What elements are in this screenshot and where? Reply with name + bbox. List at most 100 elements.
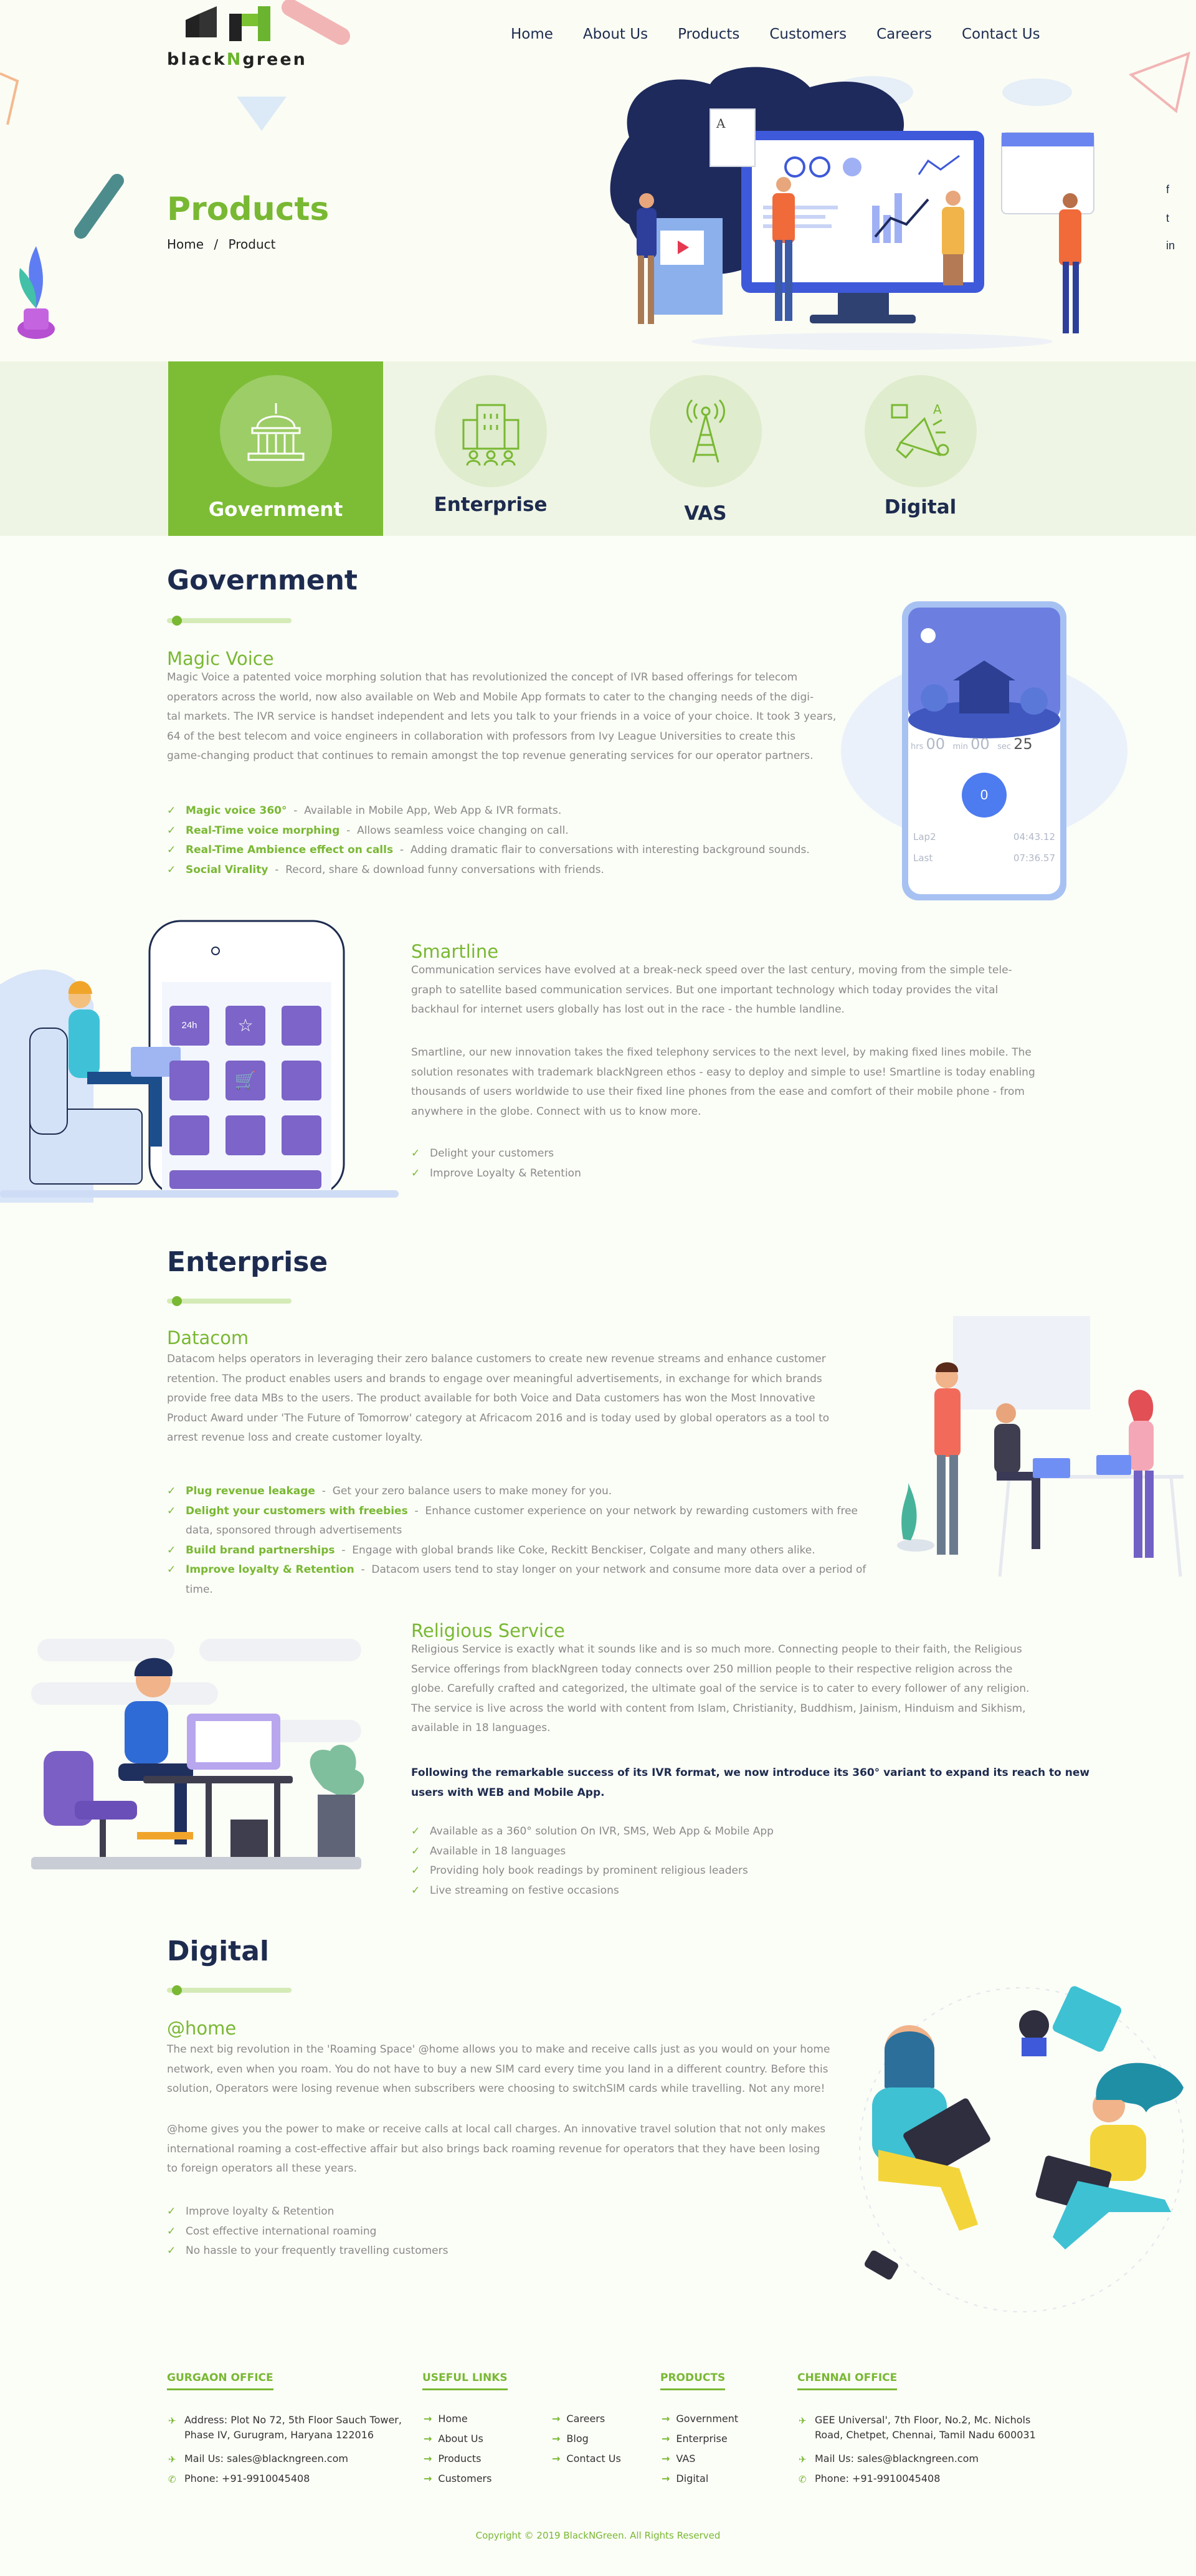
- list-item: ✓Improve loyalty & Retention - Datacom u…: [167, 1560, 877, 1600]
- check-icon: ✓: [411, 1166, 420, 1180]
- check-icon: ✓: [167, 1504, 176, 1517]
- government-building-icon: [220, 375, 332, 487]
- check-icon: ✓: [167, 1485, 176, 1497]
- header-decorations: A: [0, 0, 1190, 350]
- section-title-enterprise: Enterprise: [167, 1246, 328, 1278]
- tab-vas[interactable]: VAS: [598, 361, 813, 536]
- check-icon: ✓: [167, 863, 176, 876]
- list-item: ✓Real-Time voice morphing - Allows seaml…: [167, 821, 810, 841]
- tab-government[interactable]: Government: [168, 361, 383, 536]
- svg-text:A: A: [933, 402, 942, 417]
- check-icon: ✓: [167, 2244, 176, 2257]
- phone-start-button[interactable]: 0: [962, 773, 1007, 818]
- check-icon: ✓: [411, 1884, 420, 1897]
- footer-link-customers[interactable]: →Customers: [424, 2473, 492, 2484]
- check-icon: ✓: [167, 804, 176, 817]
- page-title: Products: [167, 191, 330, 228]
- smartline-description: Communication services have evolved at a…: [411, 964, 1012, 1016]
- footer-link-products[interactable]: →Products: [424, 2453, 482, 2464]
- chennai-phone[interactable]: Phone: +91-9910045408: [815, 2473, 941, 2484]
- tab-label: VAS: [684, 502, 727, 525]
- twitter-icon[interactable]: t: [1166, 212, 1170, 224]
- list-item: ✓No hassle to your frequently travelling…: [167, 2241, 448, 2261]
- nav-careers[interactable]: Careers: [876, 26, 932, 42]
- logo-mark[interactable]: [186, 6, 285, 53]
- smartline-features: ✓Delight your customers ✓Improve Loyalty…: [411, 1144, 581, 1183]
- check-icon: ✓: [167, 2205, 176, 2218]
- gurgaon-address: Address: Plot No 72, 5th Floor Sauch Tow…: [184, 2414, 402, 2441]
- arrow-icon: →: [662, 2433, 670, 2445]
- nav-customers[interactable]: Customers: [769, 26, 847, 42]
- tower-icon: [650, 375, 762, 487]
- tab-digital[interactable]: A Digital: [813, 361, 1028, 536]
- nav-home[interactable]: Home: [511, 26, 553, 42]
- gurgaon-mail[interactable]: Mail Us: sales@blackngreen.com: [184, 2453, 348, 2464]
- breadcrumb: Home / Product: [167, 237, 275, 252]
- magic-voice-title: Magic Voice: [167, 648, 274, 669]
- facebook-icon[interactable]: f: [1166, 183, 1170, 196]
- list-item: ✓Plug revenue leakage - Get your zero ba…: [167, 1482, 877, 1502]
- footer-link-contact-us[interactable]: →Contact Us: [552, 2453, 621, 2464]
- breadcrumb-home[interactable]: Home: [167, 237, 204, 252]
- mail-icon: ✈: [168, 2454, 176, 2465]
- copyright: Copyright © 2019 BlackNGreen. All Rights…: [475, 2530, 721, 2541]
- religious-service-title: Religious Service: [411, 1620, 565, 1641]
- list-item: ✓Improve loyalty & Retention: [167, 2202, 448, 2222]
- footer-product-enterprise[interactable]: →Enterprise: [662, 2433, 728, 2445]
- gurgaon-phone[interactable]: Phone: +91-9910045408: [184, 2473, 310, 2484]
- nav-about-us[interactable]: About Us: [582, 26, 648, 42]
- list-item: ✓Delight your customers with freebies - …: [167, 1502, 877, 1541]
- footer-link-about-us[interactable]: →About Us: [424, 2433, 483, 2445]
- arrow-icon: →: [662, 2413, 670, 2425]
- tab-enterprise[interactable]: Enterprise: [383, 361, 598, 536]
- arrow-icon: →: [424, 2473, 432, 2484]
- list-item: ✓Available in 18 languages: [411, 1842, 774, 1862]
- logo-text[interactable]: blackNgreen: [167, 50, 307, 69]
- linkedin-icon[interactable]: in: [1166, 239, 1175, 252]
- religious-illustration: [31, 1639, 364, 1869]
- footer-heading-links: USEFUL LINKS: [422, 2372, 508, 2390]
- check-icon: ✓: [167, 1563, 176, 1576]
- arrow-icon: →: [424, 2413, 432, 2425]
- footer-heading-chennai: CHENNAI OFFICE: [797, 2372, 898, 2390]
- site-header: A blackNgreen Home Ab: [0, 0, 1196, 361]
- list-item: ✓Live streaming on festive occasions: [411, 1881, 774, 1901]
- chart-app-icon: [282, 1061, 321, 1100]
- footer-product-digital[interactable]: →Digital: [662, 2473, 709, 2484]
- footer-link-blog[interactable]: →Blog: [552, 2433, 589, 2445]
- nav-contact-us[interactable]: Contact Us: [961, 26, 1040, 42]
- cart-app-icon: 🛒: [225, 1061, 265, 1100]
- footer-product-vas[interactable]: →VAS: [662, 2453, 696, 2464]
- list-item: ✓Real-Time Ambience effect on calls - Ad…: [167, 841, 810, 861]
- footer-link-careers[interactable]: →Careers: [552, 2413, 605, 2425]
- home-features: ✓Improve loyalty & Retention ✓Cost effec…: [167, 2202, 448, 2261]
- datacom-features: ✓Plug revenue leakage - Get your zero ba…: [167, 1482, 877, 1600]
- list-item: ✓Available as a 360° solution On IVR, SM…: [411, 1822, 774, 1842]
- svg-text:A: A: [716, 116, 726, 131]
- footer-heading-products: PRODUCTS: [660, 2372, 726, 2390]
- footer-heading-gurgaon: GURGAON OFFICE: [167, 2372, 273, 2390]
- digital-illustration: [859, 1986, 1184, 2312]
- datacom-description: Datacom helps operators in leveraging th…: [167, 1353, 830, 1444]
- section-title-digital: Digital: [167, 1935, 269, 1967]
- chennai-mail[interactable]: Mail Us: sales@blackngreen.com: [815, 2453, 979, 2464]
- chennai-address: GEE Universal', 7th Floor, No.2, Mc. Nic…: [815, 2414, 1036, 2441]
- arrow-icon: →: [552, 2433, 561, 2445]
- app-dock: [169, 1170, 321, 1189]
- enterprise-building-icon: [435, 375, 547, 487]
- phone-icon: ✆: [168, 2474, 176, 2485]
- arrow-icon: →: [424, 2433, 432, 2445]
- list-item: ✓Cost effective international roaming: [167, 2222, 448, 2242]
- footer-product-government[interactable]: →Government: [662, 2413, 739, 2425]
- list-item: ✓Providing holy book readings by promine…: [411, 1861, 774, 1881]
- magic-voice-description: Magic Voice a patented voice morphing so…: [167, 671, 837, 762]
- home-description: The next big revolution in the 'Roaming …: [167, 2043, 830, 2095]
- religious-service-description: Religious Service is exactly what it sou…: [411, 1643, 1030, 1734]
- blank-app-icon: [282, 1115, 321, 1155]
- nav-products[interactable]: Products: [678, 26, 740, 42]
- footer-link-home[interactable]: →Home: [424, 2413, 468, 2425]
- check-icon: ✓: [167, 844, 176, 856]
